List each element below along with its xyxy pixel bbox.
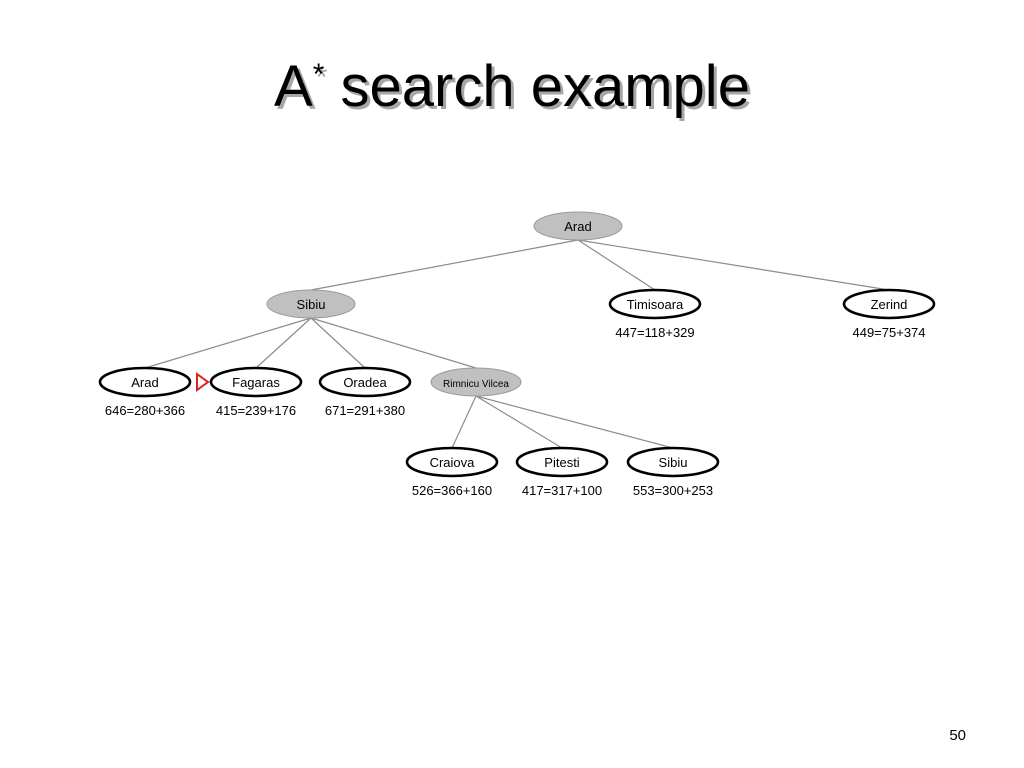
edge-sibiu-to-rimnicu-vilcea [310,317,477,369]
edge-sibiu-to-fagaras [255,317,312,369]
tree-node-pitesti: Pitesti 417=317+100 [515,446,609,498]
tree-node-arad-2: Arad 646=280+366 [98,366,192,418]
node-ellipse [515,446,609,478]
node-label: Rimnicu Vilcea [443,379,509,390]
node-ellipse [266,289,356,319]
node-ellipse [533,211,623,241]
edge-arad-root-to-timisoara [577,239,656,291]
node-label: Zerind [871,297,908,312]
node-label: Sibiu [659,455,688,470]
edge-rimnicu-vilcea-to-pitesti [475,395,563,449]
node-label: Craiova [430,455,476,470]
node-ellipse [842,288,936,320]
node-score: 526=366+160 [412,483,492,498]
tree-node-oradea: Oradea 671=291+380 [318,366,412,418]
edge-sibiu-to-oradea [310,317,366,369]
node-label: Sibiu [297,297,326,312]
edge-rimnicu-vilcea-to-sibiu-2 [475,395,674,449]
node-score: 553=300+253 [633,483,713,498]
node-ellipse [98,366,192,398]
page-number: 50 [949,727,966,744]
node-score: 417=317+100 [522,483,602,498]
tree-edges [144,239,890,449]
title-rest: search example [324,54,750,119]
tree-node-rimnicu-vilcea: Rimnicu Vilcea [430,367,522,397]
node-score: 449=75+374 [852,325,925,340]
node-ellipse [318,366,412,398]
node-label: Oradea [343,375,387,390]
node-label: Arad [564,219,591,234]
node-score: 646=280+366 [105,403,185,418]
next-expansion-marker-icon [196,372,210,392]
node-ellipse [405,446,499,478]
node-label: Timisoara [627,297,684,312]
tree-node-sibiu-2: Sibiu 553=300+253 [626,446,720,498]
title-main: A [274,54,313,119]
tree-node-zerind: Zerind 449=75+374 [842,288,936,340]
tree-node-craiova: Craiova 526=366+160 [405,446,499,498]
edge-arad-root-to-sibiu [310,239,579,291]
tree-node-sibiu: Sibiu [266,289,356,319]
node-label: Fagaras [232,375,280,390]
tree-node-fagaras: Fagaras 415=239+176 [196,366,303,418]
edge-sibiu-to-arad-2 [144,317,312,369]
node-score: 415=239+176 [216,403,296,418]
slide-title: A* search example [0,58,1024,116]
node-ellipse [608,288,702,320]
node-ellipse [430,367,522,397]
tree-node-arad-root: Arad [533,211,623,241]
node-ellipse [209,366,303,398]
node-label: Pitesti [544,455,580,470]
node-label: Arad [131,375,158,390]
node-score: 447=118+329 [615,325,694,340]
title-superscript: * [312,58,325,91]
edge-rimnicu-vilcea-to-craiova [451,395,477,449]
node-ellipse [626,446,720,478]
edge-arad-root-to-zerind [577,239,890,291]
tree-node-timisoara: Timisoara 447=118+329 [608,288,702,340]
node-score: 671=291+380 [325,403,405,418]
